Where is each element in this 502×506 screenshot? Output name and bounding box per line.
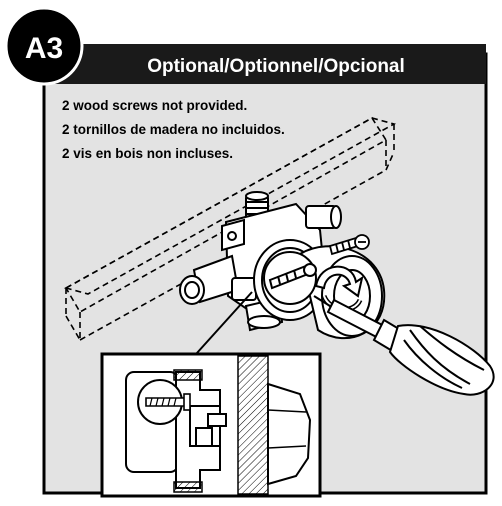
wood-screw-icon [328, 234, 370, 256]
step-badge-circle [4, 6, 84, 86]
zoom-inset [100, 352, 322, 498]
step-badge: A3 [25, 32, 63, 65]
note-line-1: 2 wood screws not provided. [62, 98, 247, 113]
header-bar [44, 44, 486, 84]
mounting-screw-callout [263, 251, 317, 305]
screwdriver-icon [313, 295, 495, 396]
note-line-2: 2 tornillos de madera no incluidos. [62, 122, 285, 137]
header-title: Optional/Optionnel/Opcional [147, 56, 405, 77]
note-line-3: 2 vis en bois non incluses. [62, 146, 233, 161]
